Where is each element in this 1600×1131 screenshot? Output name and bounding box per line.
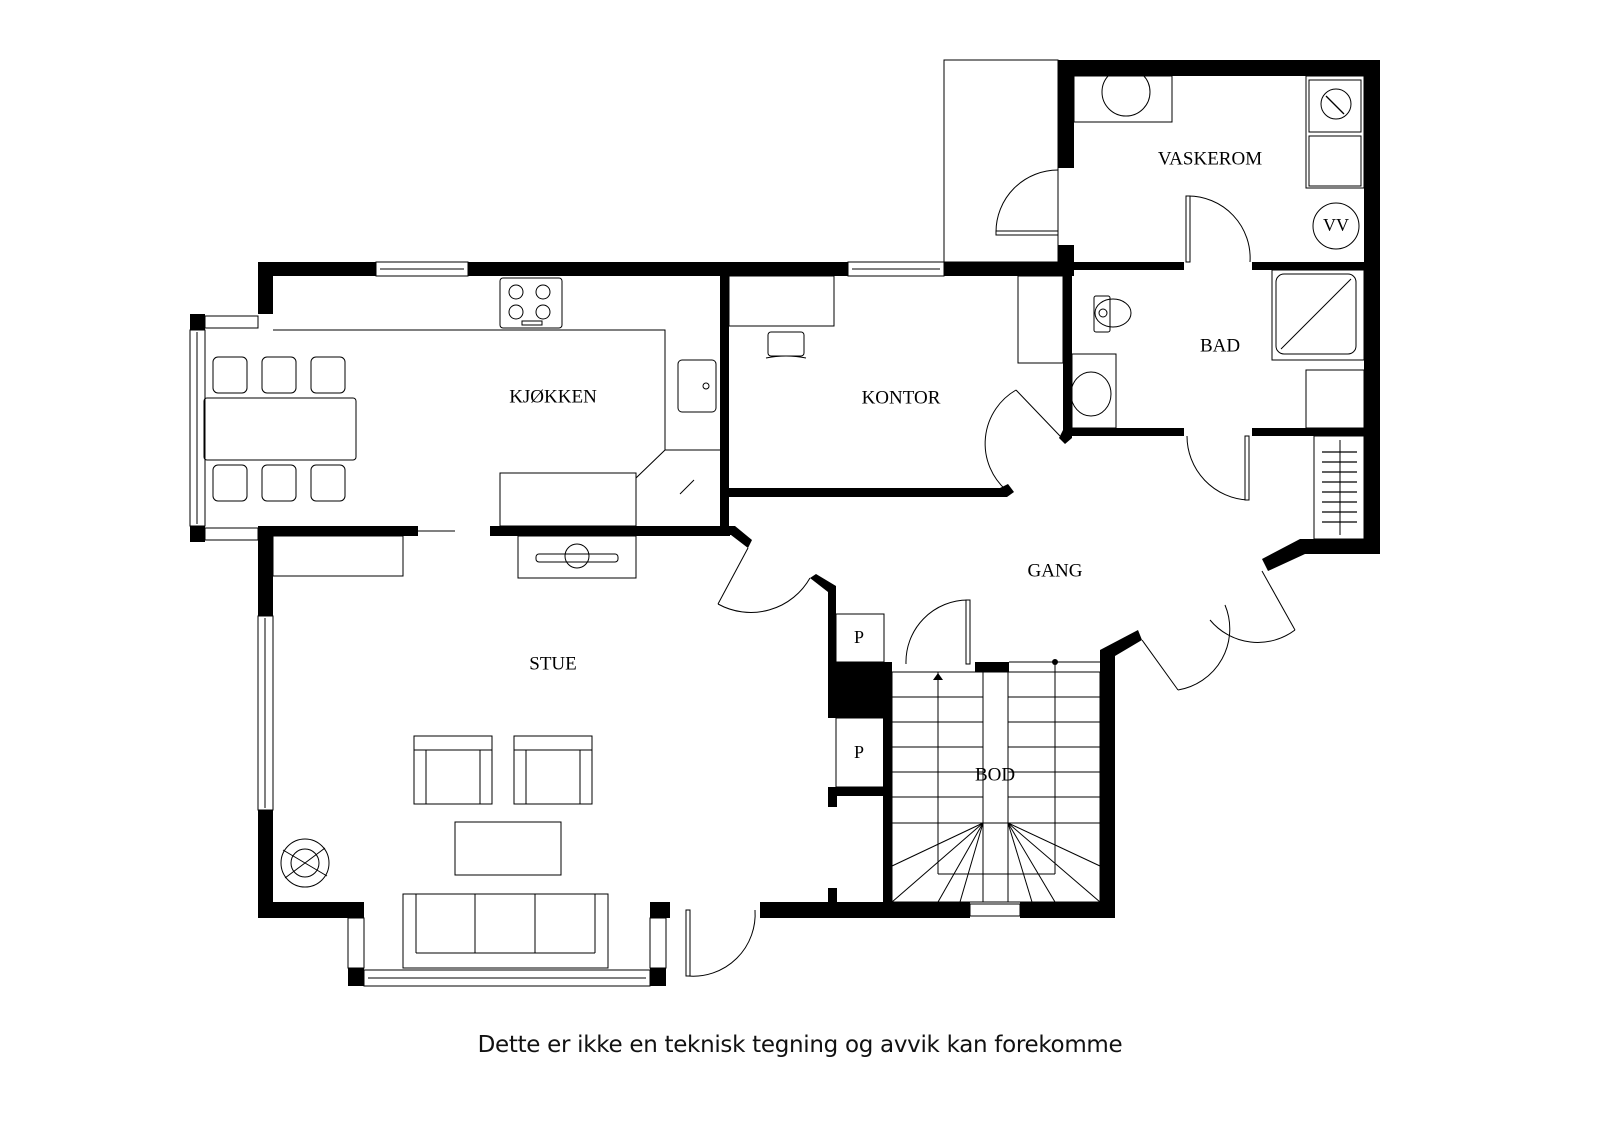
plant-icon xyxy=(280,838,330,888)
disclaimer-text: Dette er ikke en teknisk tegning og avvi… xyxy=(477,1032,1123,1058)
windows xyxy=(189,261,1021,987)
closet-label-lower: P xyxy=(854,742,864,762)
storage-fixtures xyxy=(835,613,1101,903)
room-label-kjokken: KJØKKEN xyxy=(509,386,597,407)
water-heater-label: VV xyxy=(1323,215,1349,235)
room-labels: VASKEROM BAD KJØKKEN KONTOR GANG STUE BO… xyxy=(509,148,1349,785)
room-label-stue: STUE xyxy=(529,653,577,674)
walls xyxy=(190,60,1380,986)
room-label-bod: BOD xyxy=(975,764,1015,785)
stair-steps xyxy=(891,696,1101,903)
radiator-icon xyxy=(1322,451,1357,523)
kitchen-fixtures xyxy=(203,277,720,532)
room-label-vaskerom: VASKEROM xyxy=(1158,148,1262,169)
office-fixtures xyxy=(728,275,1064,364)
room-label-bad: BAD xyxy=(1200,335,1240,356)
room-label-kontor: KONTOR xyxy=(862,387,941,408)
room-label-gang: GANG xyxy=(1028,560,1083,581)
closet-label-upper: P xyxy=(854,627,864,647)
living-room-fixtures xyxy=(272,535,637,969)
bathroom-fixtures xyxy=(943,59,1365,540)
stair-arrow-icon xyxy=(933,673,943,680)
doors xyxy=(685,169,1296,977)
